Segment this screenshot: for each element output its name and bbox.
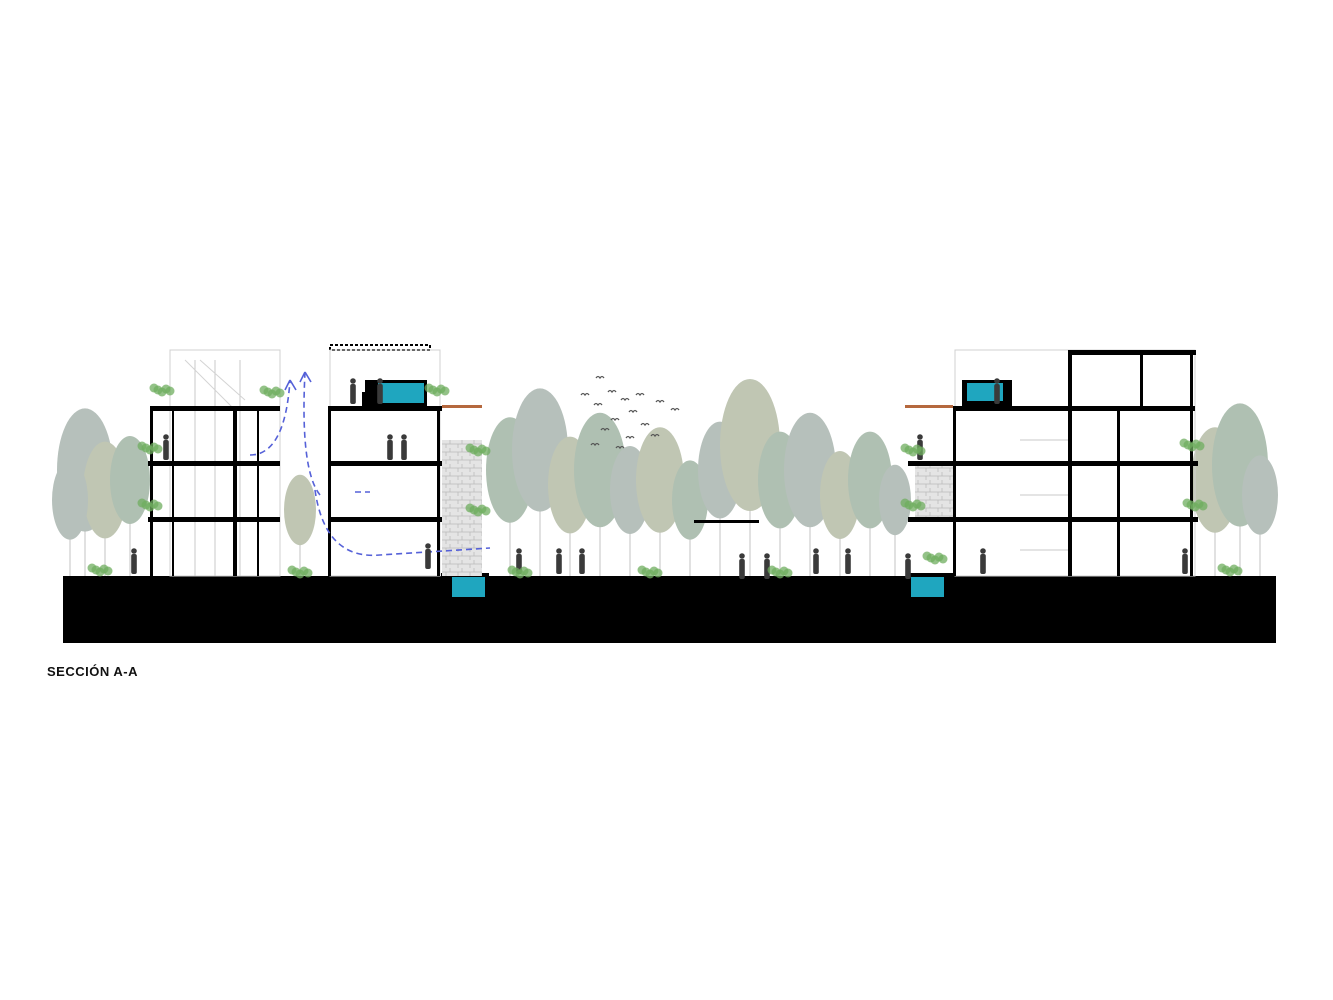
ground-pool-right (906, 573, 954, 599)
bird-icon (635, 392, 645, 397)
bird-icon (600, 427, 610, 432)
person-silhouette-icon (994, 378, 1000, 404)
person-silhouette-icon (905, 553, 911, 579)
bird-icon (628, 409, 638, 414)
tree-icon (1242, 455, 1278, 576)
person-silhouette-icon (980, 548, 986, 574)
plant-icon (1217, 563, 1243, 577)
people (131, 378, 1188, 579)
plant-icon (137, 441, 163, 455)
person-silhouette-icon (845, 548, 851, 574)
bird-icon (655, 399, 665, 404)
bird-icon (595, 375, 605, 380)
plant-icon (767, 565, 793, 579)
plant-icon (922, 551, 948, 565)
plant-icon (149, 383, 175, 397)
person-silhouette-icon (764, 553, 770, 579)
bird-icon (593, 402, 603, 407)
tree-icon (879, 464, 911, 576)
person-silhouette-icon (1182, 548, 1188, 574)
plant-icon (637, 565, 663, 579)
birds (580, 375, 680, 450)
plant-icon (900, 443, 926, 457)
person-silhouette-icon (350, 378, 356, 404)
tree-icon (52, 460, 88, 576)
plant-icon (424, 383, 450, 397)
person-silhouette-icon (163, 434, 169, 460)
building-left-b (328, 344, 482, 577)
plant-icon (465, 443, 491, 457)
bird-icon (625, 435, 635, 440)
plant-icon (900, 498, 926, 512)
building-left-a (148, 349, 281, 577)
person-silhouette-icon (579, 548, 585, 574)
person-silhouette-icon (387, 434, 393, 460)
person-silhouette-icon (813, 548, 819, 574)
bird-icon (620, 397, 630, 402)
plant-icon (507, 565, 533, 579)
person-silhouette-icon (131, 548, 137, 574)
building-right (905, 349, 1198, 577)
airflow-arrow-icon (249, 371, 491, 557)
bird-icon (640, 422, 650, 427)
plant-icon (465, 503, 491, 517)
section-title: SECCIÓN A-A (47, 664, 138, 679)
planters-foliage (87, 383, 1243, 579)
tree-icon (636, 427, 684, 576)
park-bench (694, 520, 759, 523)
person-silhouette-icon (377, 378, 383, 404)
plant-icon (287, 565, 313, 579)
park-trees (52, 379, 1278, 576)
plant-icon (259, 385, 285, 399)
bird-icon (670, 407, 680, 412)
person-silhouette-icon (425, 543, 431, 569)
person-silhouette-icon (739, 553, 745, 579)
plant-icon (1179, 438, 1205, 452)
person-silhouette-icon (556, 548, 562, 574)
plant-icon (1182, 498, 1208, 512)
ground-section (63, 576, 1276, 643)
bird-icon (610, 417, 620, 422)
plant-icon (137, 498, 163, 512)
ground-pool-left (441, 573, 489, 599)
bird-icon (580, 392, 590, 397)
person-silhouette-icon (401, 434, 407, 460)
bird-icon (607, 389, 617, 394)
plant-icon (87, 563, 113, 577)
bird-icon (590, 442, 600, 447)
bird-icon (650, 433, 660, 438)
bird-icon (615, 445, 625, 450)
tree-icon (284, 474, 316, 576)
